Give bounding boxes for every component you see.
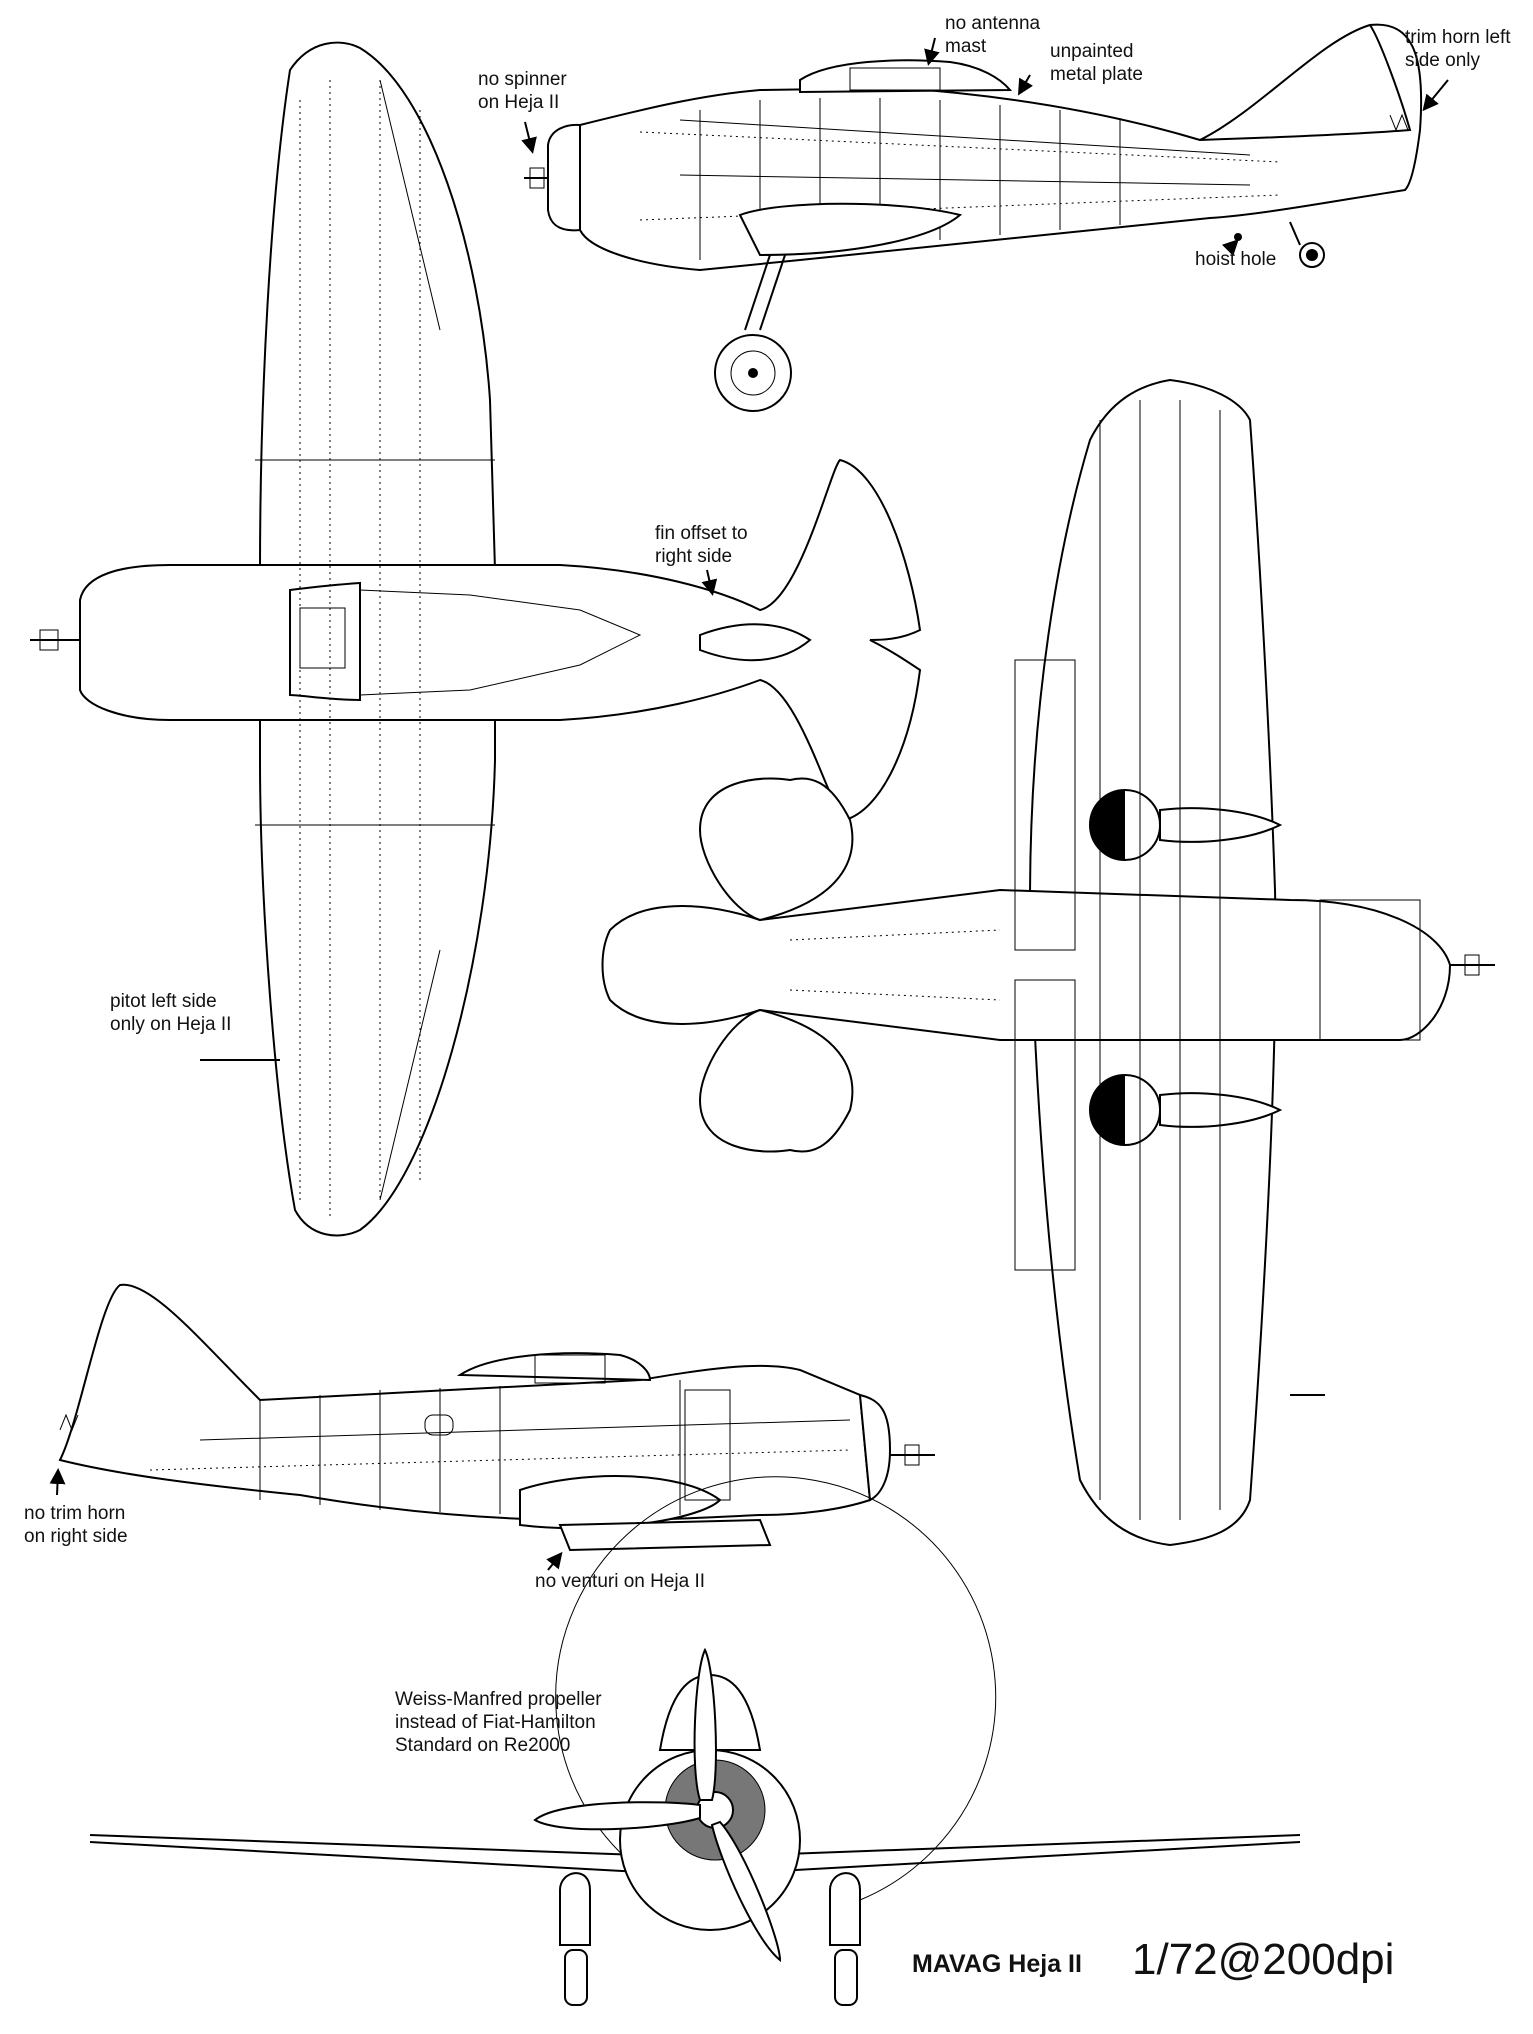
annotation-pitot: pitot left side only on Heja II <box>110 991 232 1035</box>
annotation-no-spinner: no spinner on Heja II <box>478 69 567 113</box>
side-view-right-profile <box>58 1283 935 1552</box>
side-view-left-profile <box>524 23 1423 412</box>
drawing-title: MAVAG Heja II <box>912 1950 1082 1978</box>
annotation-no-venturi: no venturi on Heja II <box>535 1571 706 1592</box>
leader-arrows <box>49 37 1449 1571</box>
annotation-no-trim-horn-right: no trim horn on right side <box>24 1503 128 1547</box>
plan-view-top <box>30 41 922 1237</box>
annotation-no-antenna-mast: no antenna mast <box>945 13 1041 57</box>
front-view <box>89 1476 1301 2006</box>
annotation-fin-offset: fin offset to right side <box>655 523 748 567</box>
drawing-scale-label: 1/72@200dpi <box>1132 1935 1395 1984</box>
annotation-trim-horn-left: trim horn left side only <box>1405 27 1511 71</box>
annotation-propeller: Weiss-Manfred propeller instead of Fiat-… <box>395 1689 602 1756</box>
annotation-metal-plate: unpainted metal plate <box>1050 41 1143 85</box>
plan-view-underside <box>601 378 1495 1547</box>
annotation-hoist-hole: hoist hole <box>1195 249 1277 270</box>
